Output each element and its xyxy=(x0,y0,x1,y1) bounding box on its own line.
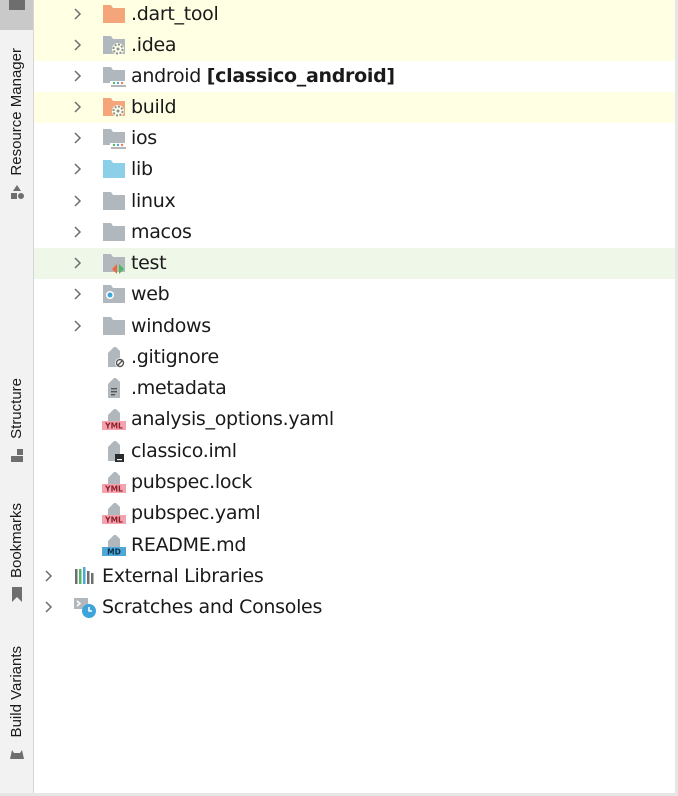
tree-item-classico-iml[interactable]: classico.iml xyxy=(34,436,678,467)
module-name-suffix: [classico_android] xyxy=(206,65,395,87)
iml-file-icon xyxy=(108,441,124,462)
tree-item-linux[interactable]: linux xyxy=(34,186,678,217)
project-tool-button[interactable] xyxy=(0,0,33,30)
item-label: .dart_tool xyxy=(131,3,219,25)
chevron-right-icon[interactable] xyxy=(72,39,84,51)
tree-item-metadata[interactable]: .metadata xyxy=(34,373,678,404)
libraries-icon xyxy=(75,567,94,584)
item-label: ios xyxy=(131,127,157,149)
chevron-right-icon[interactable] xyxy=(72,257,84,269)
item-label: .metadata xyxy=(131,377,227,399)
tree-item-pubspec-lock[interactable]: YML pubspec.lock xyxy=(34,467,678,498)
tab-bookmarks[interactable]: Bookmarks xyxy=(0,503,33,603)
folder-icon xyxy=(103,317,125,335)
bookmark-icon xyxy=(11,587,22,603)
structure-icon xyxy=(10,448,23,462)
chevron-right-icon[interactable] xyxy=(43,601,55,613)
tab-label: Structure xyxy=(8,378,25,439)
tree-item-dart-tool[interactable]: .dart_tool xyxy=(34,0,678,30)
android-icon xyxy=(9,750,24,760)
tree-item-android[interactable]: android [classico_android] xyxy=(34,61,678,92)
item-label: android xyxy=(131,65,202,87)
item-label: macos xyxy=(131,221,192,243)
tree-item-windows[interactable]: windows xyxy=(34,311,678,342)
source-folder-icon xyxy=(103,160,125,178)
folder-icon xyxy=(103,223,125,241)
tree-item-pubspec-yaml[interactable]: YML pubspec.yaml xyxy=(34,498,678,529)
module-folder-icon xyxy=(103,67,126,87)
tab-structure[interactable]: Structure xyxy=(0,378,33,463)
project-tree: .dart_tool .idea android [classico_andro… xyxy=(34,0,678,796)
tree-item-test[interactable]: test xyxy=(34,248,678,279)
chevron-right-icon[interactable] xyxy=(72,288,84,300)
item-label: linux xyxy=(131,190,176,212)
module-folder-icon xyxy=(103,129,126,149)
excluded-folder-icon xyxy=(103,5,125,23)
item-label: classico.iml xyxy=(131,440,237,462)
panel-border-bottom xyxy=(0,793,678,796)
tree-item-scratches[interactable]: Scratches and Consoles xyxy=(34,592,678,623)
scratches-icon xyxy=(74,598,96,618)
chevron-right-icon[interactable] xyxy=(43,570,55,582)
markdown-file-icon: MD xyxy=(102,535,126,557)
left-tool-strip: Resource Manager Structure Bookmarks Bui… xyxy=(0,0,34,796)
yaml-file-icon: YML xyxy=(102,472,126,494)
excluded-settings-folder-icon xyxy=(103,98,125,117)
chevron-right-icon[interactable] xyxy=(72,226,84,238)
item-label: README.md xyxy=(131,534,247,556)
tree-item-web[interactable]: web xyxy=(34,279,678,310)
svg-text:MD: MD xyxy=(107,548,121,557)
item-label: .gitignore xyxy=(131,346,219,368)
item-label: build xyxy=(131,96,177,118)
svg-text:YML: YML xyxy=(104,516,123,525)
chevron-right-icon[interactable] xyxy=(72,163,84,175)
item-label: windows xyxy=(131,315,211,337)
tree-item-lib[interactable]: lib xyxy=(34,154,678,185)
tree-item-external-libraries[interactable]: External Libraries xyxy=(34,561,678,592)
yaml-file-icon: YML xyxy=(102,409,126,431)
tree-item-analysis-options[interactable]: YML analysis_options.yaml xyxy=(34,404,678,435)
tree-item-build[interactable]: build xyxy=(34,92,678,123)
svg-text:YML: YML xyxy=(104,485,123,494)
tree-item-idea[interactable]: .idea xyxy=(34,30,678,61)
item-label: .idea xyxy=(131,34,177,56)
chevron-right-icon[interactable] xyxy=(72,101,84,113)
tab-label: Resource Manager xyxy=(8,48,25,176)
folder-icon xyxy=(103,192,125,210)
chevron-right-icon[interactable] xyxy=(72,70,84,82)
web-folder-icon xyxy=(103,285,125,303)
svg-text:YML: YML xyxy=(104,422,123,431)
tree-item-readme[interactable]: MD README.md xyxy=(34,530,678,561)
test-folder-icon xyxy=(103,254,125,274)
item-label: test xyxy=(131,252,167,274)
yaml-file-icon: YML xyxy=(102,503,126,525)
chevron-right-icon[interactable] xyxy=(72,8,84,20)
resource-manager-icon xyxy=(10,184,24,199)
tree-item-ios[interactable]: ios xyxy=(34,123,678,154)
item-label: Scratches and Consoles xyxy=(102,596,323,618)
chevron-right-icon[interactable] xyxy=(72,132,84,144)
tab-resource-manager[interactable]: Resource Manager xyxy=(0,48,33,200)
item-label: pubspec.yaml xyxy=(131,502,261,524)
tab-label: Bookmarks xyxy=(8,503,25,579)
panel-border-right xyxy=(675,0,678,796)
tab-label: Build Variants xyxy=(8,646,25,738)
tab-build-variants[interactable]: Build Variants xyxy=(0,646,33,761)
chevron-right-icon[interactable] xyxy=(72,320,84,332)
item-label: lib xyxy=(131,158,153,180)
settings-folder-icon xyxy=(103,36,125,55)
tree-item-macos[interactable]: macos xyxy=(34,217,678,248)
chevron-right-icon[interactable] xyxy=(72,195,84,207)
item-label: External Libraries xyxy=(102,565,264,587)
item-label: pubspec.lock xyxy=(131,471,253,493)
folder-icon xyxy=(9,0,25,10)
tree-item-gitignore[interactable]: .gitignore xyxy=(34,342,678,373)
ignore-file-icon xyxy=(108,347,125,368)
text-file-icon xyxy=(108,378,120,398)
item-label: analysis_options.yaml xyxy=(131,408,334,430)
item-label: web xyxy=(131,283,170,305)
